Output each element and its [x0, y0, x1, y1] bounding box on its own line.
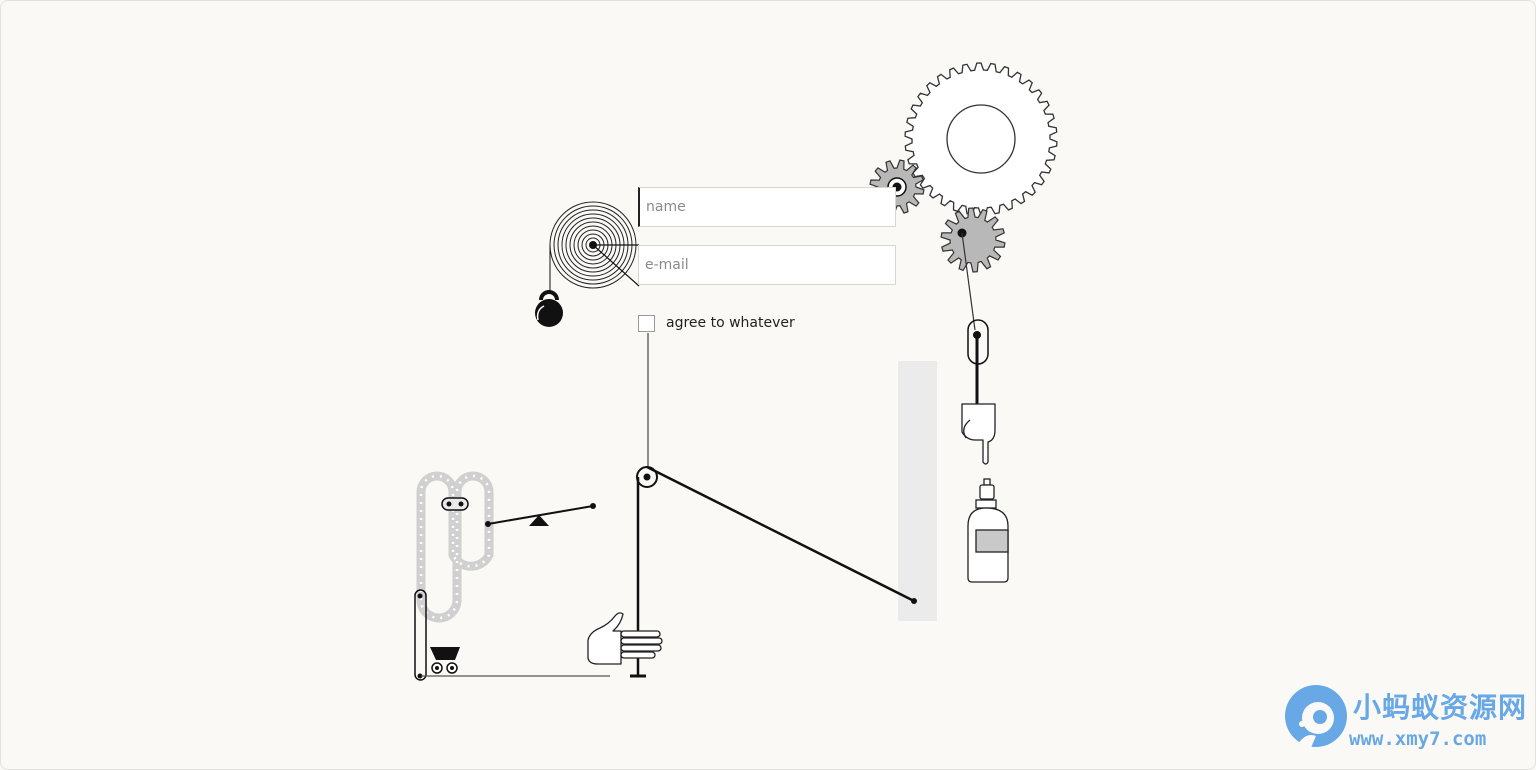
kettlebell-icon [535, 290, 563, 327]
email-input[interactable] [638, 245, 896, 285]
gear-icon [940, 207, 1006, 273]
seesaw-icon [485, 503, 596, 527]
cart-icon [430, 647, 460, 674]
agree-row: agree to whatever [638, 313, 795, 333]
gear-icon [904, 62, 1058, 216]
lever-slot [898, 361, 937, 621]
lever-arm [646, 465, 915, 603]
watermark-title: 小蚂蚁资源网 [1353, 691, 1528, 724]
hand-icon [961, 403, 996, 465]
gear-hub [946, 104, 1016, 174]
conveyor-chain-icon [414, 471, 494, 681]
hand-icon [587, 612, 663, 665]
agree-checkbox[interactable] [638, 314, 655, 332]
agree-label: agree to whatever [666, 315, 795, 331]
watermark-url: www.xmy7.com [1349, 728, 1487, 750]
watermark-logo-icon [1285, 685, 1347, 750]
name-input[interactable] [638, 187, 896, 227]
spray-bottle-icon [967, 478, 1009, 583]
watermark: 小蚂蚁资源网 www.xmy7.com [1282, 684, 1532, 756]
